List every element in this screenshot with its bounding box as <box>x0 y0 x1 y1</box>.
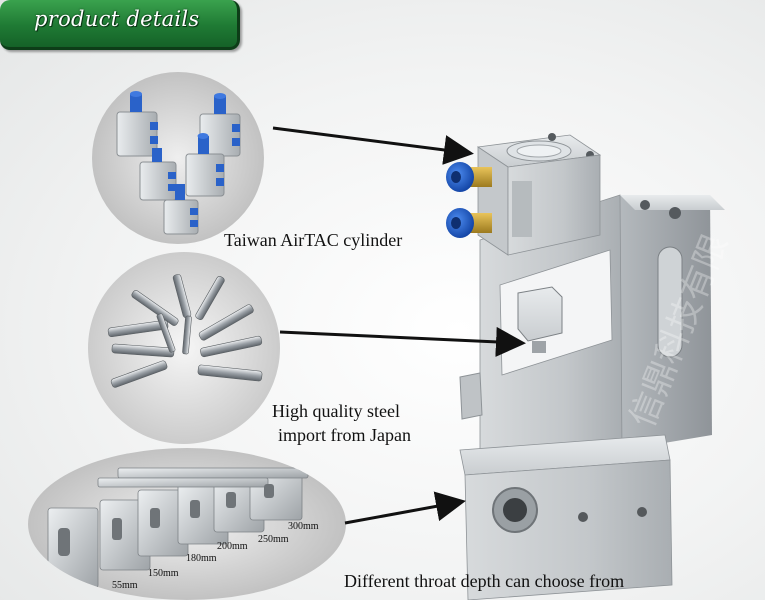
caption-airtac-cylinder: Taiwan AirTAC cylinder <box>224 230 403 250</box>
airtac-cylinders-photo <box>92 72 264 244</box>
caption-steel-line-2: import from Japan <box>278 425 411 445</box>
throat-size-label-300: 300mm <box>288 521 319 532</box>
section-header-banner: product details <box>0 0 240 50</box>
throat-size-label-200: 200mm <box>217 541 248 552</box>
arrow-to-cylinder <box>272 126 474 165</box>
section-header-title: product details <box>34 7 200 31</box>
throat-size-label-180: 180mm <box>186 553 217 564</box>
throat-size-label-250: 250mm <box>258 534 289 545</box>
throat-size-label-55: 55mm <box>112 580 138 591</box>
caption-throat-depth: Different throat depth can choose from <box>344 571 625 591</box>
throat-size-label-150: 150mm <box>148 568 179 579</box>
pneumatic-punch-assembly-photo: 信鼎科技有限 <box>440 115 765 600</box>
steel-pins-photo <box>88 252 280 444</box>
caption-steel-line-1: High quality steel <box>272 401 400 421</box>
throat-depth-frames-photo <box>28 448 346 600</box>
